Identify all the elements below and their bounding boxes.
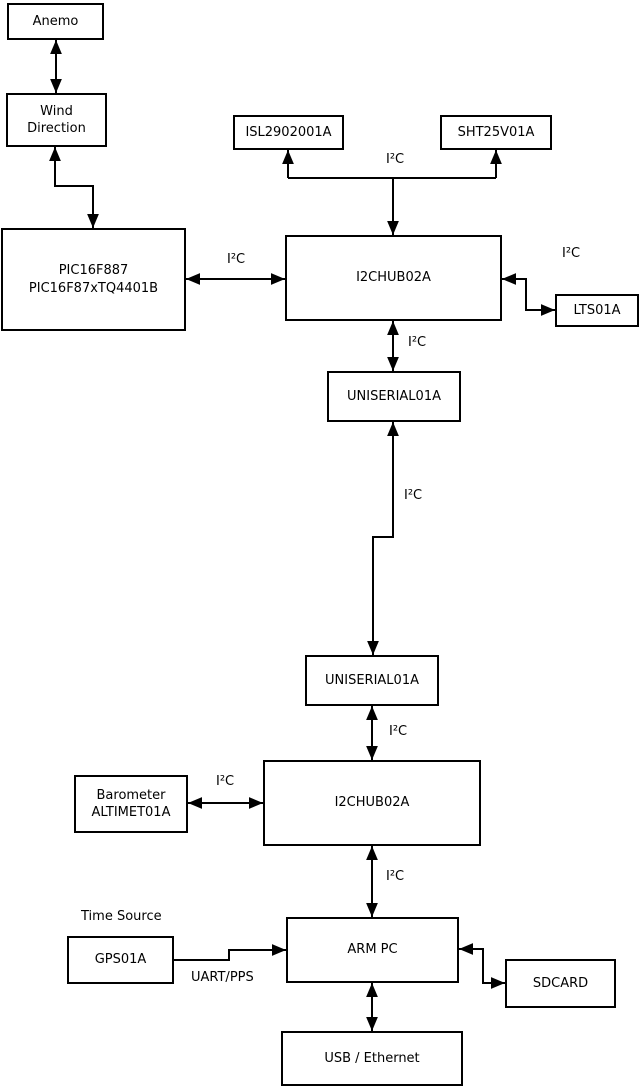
label-i2c-pic-hub: I²C	[227, 252, 246, 267]
node-wind-direction: Wind Direction	[6, 93, 107, 147]
node-gps01a: GPS01A	[67, 936, 174, 984]
node-uniserial01a-top-label: UNISERIAL01A	[347, 388, 441, 404]
node-sht25v01a-label: SHT25V01A	[457, 124, 535, 140]
node-wind-direction-line2: Direction	[27, 121, 86, 136]
node-barometer-line2: ALTIMET01A	[91, 805, 171, 820]
node-lts01a: LTS01A	[555, 294, 639, 327]
node-usb-ethernet-label: USB / Ethernet	[324, 1050, 420, 1066]
node-isl2902001a-label: ISL2902001A	[245, 124, 332, 140]
label-i2c-hub-uniserial: I²C	[408, 335, 427, 350]
node-sdcard: SDCARD	[505, 959, 616, 1008]
label-i2c-sensors-bus: I²C	[386, 152, 405, 167]
node-usb-ethernet: USB / Ethernet	[281, 1031, 463, 1086]
node-i2chub02a-top-label: I2CHUB02A	[356, 270, 431, 286]
node-lts01a-label: LTS01A	[573, 302, 621, 318]
node-barometer-line1: Barometer	[96, 787, 166, 803]
node-isl2902001a: ISL2902001A	[233, 115, 344, 150]
node-anemo-label: Anemo	[32, 13, 79, 29]
edge-gps-armpc	[174, 944, 286, 961]
edge-uniserial1-uniserial2	[367, 422, 399, 655]
node-sht25v01a: SHT25V01A	[440, 115, 552, 150]
label-i2c-barometer-hub2: I²C	[216, 774, 235, 789]
node-uniserial01a-bottom-label: UNISERIAL01A	[325, 672, 419, 688]
node-uniserial01a-bottom: UNISERIAL01A	[305, 655, 439, 706]
node-anemo: Anemo	[7, 3, 104, 40]
node-pic-line1: PIC16F887	[58, 263, 129, 278]
node-gps01a-label: GPS01A	[94, 952, 147, 968]
edge-armpc-sdcard	[459, 943, 505, 989]
label-i2c-hub2-arm: I²C	[386, 869, 405, 884]
node-pic: PIC16F887 PIC16F87xTQ4401B	[1, 228, 186, 331]
node-arm-pc-label: ARM PC	[347, 942, 398, 958]
label-i2c-uniserial-hub2: I²C	[389, 724, 408, 739]
node-i2chub02a-top: I2CHUB02A	[285, 235, 502, 321]
edge-hub1-lts	[502, 273, 555, 316]
node-i2chub02a-bottom: I2CHUB02A	[263, 760, 481, 846]
edge-wind-pic	[49, 147, 99, 228]
node-sdcard-label: SDCARD	[532, 975, 589, 991]
label-time-source: Time Source	[81, 909, 162, 924]
label-i2c-hub-lts: I²C	[562, 246, 581, 261]
node-wind-direction-line1: Wind	[40, 103, 73, 119]
node-arm-pc: ARM PC	[286, 917, 459, 983]
node-barometer: Barometer ALTIMET01A	[74, 775, 188, 833]
node-i2chub02a-bottom-label: I2CHUB02A	[334, 795, 410, 811]
node-uniserial01a-top: UNISERIAL01A	[327, 371, 461, 422]
node-pic-line2: PIC16F87xTQ4401B	[28, 280, 159, 296]
label-uart-pps: UART/PPS	[191, 970, 254, 985]
label-i2c-long-link: I²C	[404, 488, 423, 503]
